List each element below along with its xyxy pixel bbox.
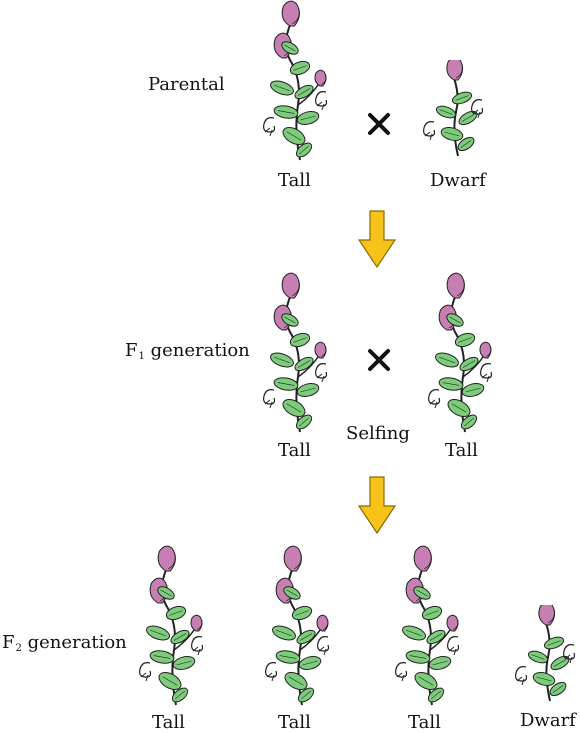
- f1-tall-label-left: Tall: [278, 440, 311, 461]
- parental-dwarf-plant-icon: [422, 56, 488, 164]
- f2-tall-label-3: Tall: [408, 712, 441, 733]
- f2-dwarf-label: Dwarf: [520, 710, 576, 731]
- parental-tall-label: Tall: [278, 170, 311, 191]
- down-arrow-icon: [357, 210, 397, 269]
- f2-letter: F: [2, 632, 15, 653]
- f2-tall-plant-1-icon: [136, 545, 206, 714]
- f2-tall-label-2: Tall: [278, 712, 311, 733]
- f1-tall-plant-left-icon: [260, 272, 330, 441]
- parental-label: Parental: [148, 74, 225, 95]
- f1-subscript: 1: [138, 351, 145, 362]
- f2-tall-plant-3-icon: [392, 545, 462, 714]
- down-arrow-icon: [357, 476, 397, 535]
- f1-generation-label: F1 generation: [125, 342, 250, 362]
- f2-tall-label-1: Tall: [152, 712, 185, 733]
- selfing-label: Selfing: [346, 423, 410, 444]
- f2-subscript: 2: [15, 643, 22, 654]
- f1-tall-label-right: Tall: [445, 440, 478, 461]
- f2-tall-plant-2-icon: [262, 545, 332, 714]
- f2-dwarf-plant-icon: [514, 601, 580, 709]
- f1-tall-plant-right-icon: [425, 272, 495, 441]
- f2-rest: generation: [21, 632, 127, 653]
- f1-letter: F: [125, 340, 138, 361]
- parental-tall-plant-icon: [260, 0, 330, 169]
- f1-rest: generation: [144, 340, 250, 361]
- cross-icon: [368, 349, 390, 371]
- cross-icon: [368, 113, 390, 135]
- f2-generation-label: F2 generation: [2, 634, 127, 654]
- parental-dwarf-label: Dwarf: [430, 170, 486, 191]
